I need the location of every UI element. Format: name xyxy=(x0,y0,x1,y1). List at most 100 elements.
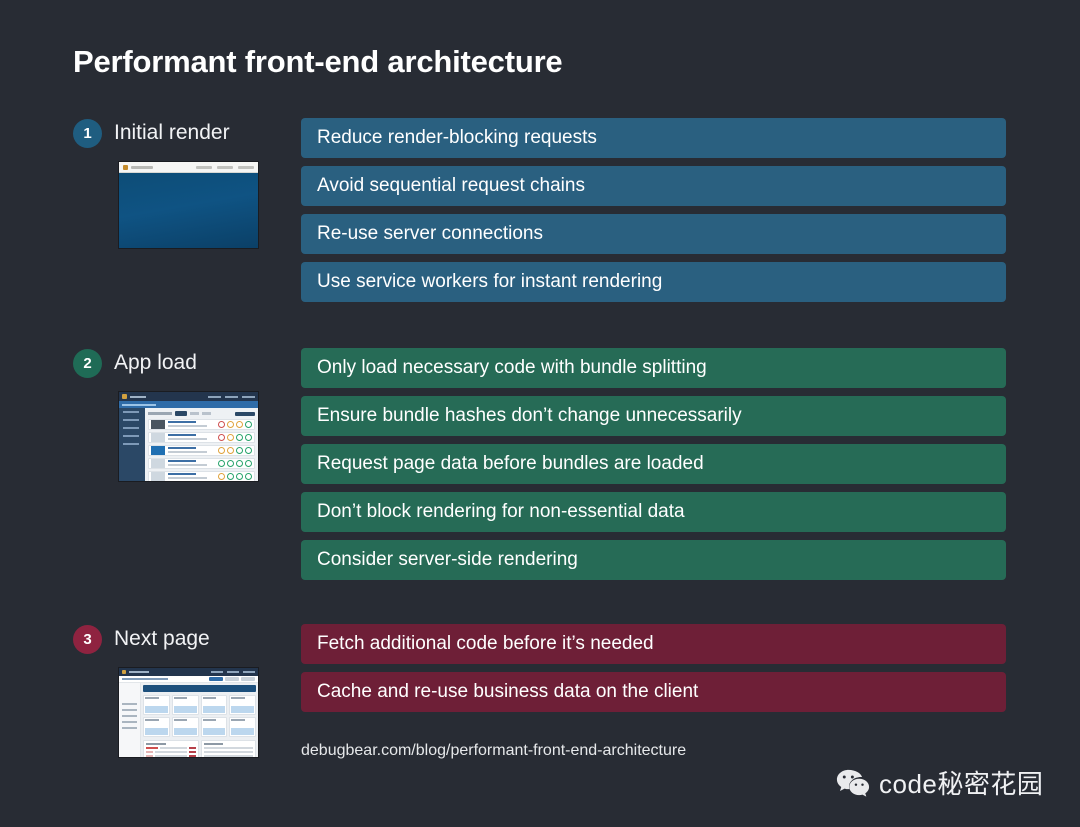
thumb-list-item xyxy=(148,458,255,469)
thumb-nav-item xyxy=(196,165,212,169)
thumb-list-item xyxy=(148,471,255,481)
thumb-sidebar-item xyxy=(122,715,137,717)
recommendation-item: Only load necessary code with bundle spl… xyxy=(301,348,1006,388)
thumb-sidebar-item xyxy=(123,427,139,429)
thumb-sidebar xyxy=(119,683,141,757)
thumb-nav-item xyxy=(211,671,223,673)
thumb-body xyxy=(119,683,258,757)
thumb-tables xyxy=(143,740,256,757)
step-badge-2: 2 xyxy=(73,348,102,378)
thumb-score-dots xyxy=(218,447,252,454)
item-list-app-load: Only load necessary code with bundle spl… xyxy=(301,348,1006,588)
thumb-sparkline-chart xyxy=(173,700,197,713)
thumb-logo-icon xyxy=(122,394,127,399)
thumb-filter-row xyxy=(148,411,255,416)
thumb-nav-links xyxy=(211,671,255,673)
source-url: debugbear.com/blog/performant-front-end-… xyxy=(301,742,687,759)
item-list-next-page: Fetch additional code before it’s needed… xyxy=(301,624,1006,720)
thumb-hero-area xyxy=(119,173,258,248)
thumb-metric-card xyxy=(200,717,228,737)
recommendation-item: Consider server-side rendering xyxy=(301,540,1006,580)
thumb-nav-item xyxy=(243,671,255,673)
thumb-top-bar xyxy=(119,392,258,401)
thumb-breadcrumb-bar xyxy=(119,676,258,683)
thumb-metric-card xyxy=(171,717,199,737)
thumb-nav-item xyxy=(227,671,239,673)
thumb-list-item xyxy=(148,419,255,430)
recommendation-item: Re-use server connections xyxy=(301,214,1006,254)
thumb-sparkline-chart xyxy=(202,722,226,735)
thumb-filter-label xyxy=(148,412,172,415)
thumb-score-dots xyxy=(218,434,252,441)
thumb-nav-links xyxy=(196,165,254,169)
recommendation-item: Cache and re-use business data on the cl… xyxy=(301,672,1006,712)
thumb-sidebar-item xyxy=(123,443,139,445)
thumb-subheader xyxy=(119,401,258,408)
step-label-3: Next page xyxy=(114,627,210,650)
thumb-row-preview xyxy=(151,420,165,429)
thumb-sparkline-chart xyxy=(145,722,168,735)
thumb-primary-button xyxy=(209,677,223,681)
thumb-subheader-text xyxy=(122,403,156,406)
watermark-text: code秘密花园 xyxy=(879,769,1044,799)
recommendation-item: Use service workers for instant renderin… xyxy=(301,262,1006,302)
thumb-nav-item xyxy=(242,395,255,398)
thumb-brand-text xyxy=(129,671,149,673)
thumb-sidebar-item xyxy=(123,411,139,413)
thumb-top-bar xyxy=(119,668,258,676)
recommendation-item: Ensure bundle hashes don’t change unnece… xyxy=(301,396,1006,436)
step-label-2: App load xyxy=(114,351,197,374)
thumb-logo-icon xyxy=(123,164,128,170)
thumb-metric-card xyxy=(143,717,170,737)
thumb-row-text xyxy=(168,420,215,429)
thumb-nav-item xyxy=(217,165,233,169)
thumb-logo-icon xyxy=(122,670,126,674)
thumb-sidebar xyxy=(119,408,145,481)
thumbnail-app-load xyxy=(119,392,258,481)
step-header-3: 3 Next page xyxy=(73,624,210,654)
thumb-metric-card xyxy=(200,695,228,715)
thumb-row-preview xyxy=(151,446,165,455)
thumb-row-preview xyxy=(151,472,165,481)
thumb-metric-card xyxy=(229,717,256,737)
thumb-list-item xyxy=(148,445,255,456)
thumb-filter-chip xyxy=(175,411,187,416)
thumb-brand-text xyxy=(131,165,153,169)
thumb-sidebar-item xyxy=(123,435,139,437)
thumb-banner xyxy=(143,685,256,692)
thumb-row-text xyxy=(168,446,215,455)
thumb-row-text xyxy=(168,433,215,442)
thumb-secondary-button xyxy=(225,677,239,681)
recommendation-item: Request page data before bundles are loa… xyxy=(301,444,1006,484)
thumb-score-dots xyxy=(218,473,252,480)
thumb-sparkline-chart xyxy=(173,722,197,735)
thumb-row-preview xyxy=(151,433,165,442)
thumb-sparkline-chart xyxy=(145,700,168,713)
recommendation-item: Don’t block rendering for non-essential … xyxy=(301,492,1006,532)
recommendation-item: Fetch additional code before it’s needed xyxy=(301,624,1006,664)
step-label-1: Initial render xyxy=(114,121,230,144)
step-header-1: 1 Initial render xyxy=(73,118,230,148)
thumb-filter-chip xyxy=(202,412,211,415)
thumb-button-group xyxy=(209,677,255,681)
wechat-icon xyxy=(836,769,870,797)
thumb-sidebar-item xyxy=(122,703,137,705)
recommendation-item: Reduce render-blocking requests xyxy=(301,118,1006,158)
thumb-metric-card xyxy=(171,695,199,715)
thumb-sidebar-item xyxy=(123,419,139,421)
thumb-body xyxy=(119,408,258,481)
thumb-nav-item xyxy=(238,165,254,169)
thumb-table xyxy=(200,740,256,757)
step-header-2: 2 App load xyxy=(73,348,197,378)
page-title: Performant front-end architecture xyxy=(73,44,563,79)
thumbnail-next-page xyxy=(119,668,258,757)
thumb-score-dots xyxy=(218,460,252,467)
thumb-secondary-button xyxy=(241,677,255,681)
thumbnail-initial-render xyxy=(119,162,258,248)
thumb-table xyxy=(143,740,199,757)
thumb-metric-card xyxy=(143,695,170,715)
recommendation-item: Avoid sequential request chains xyxy=(301,166,1006,206)
thumb-breadcrumb-text xyxy=(122,678,168,680)
